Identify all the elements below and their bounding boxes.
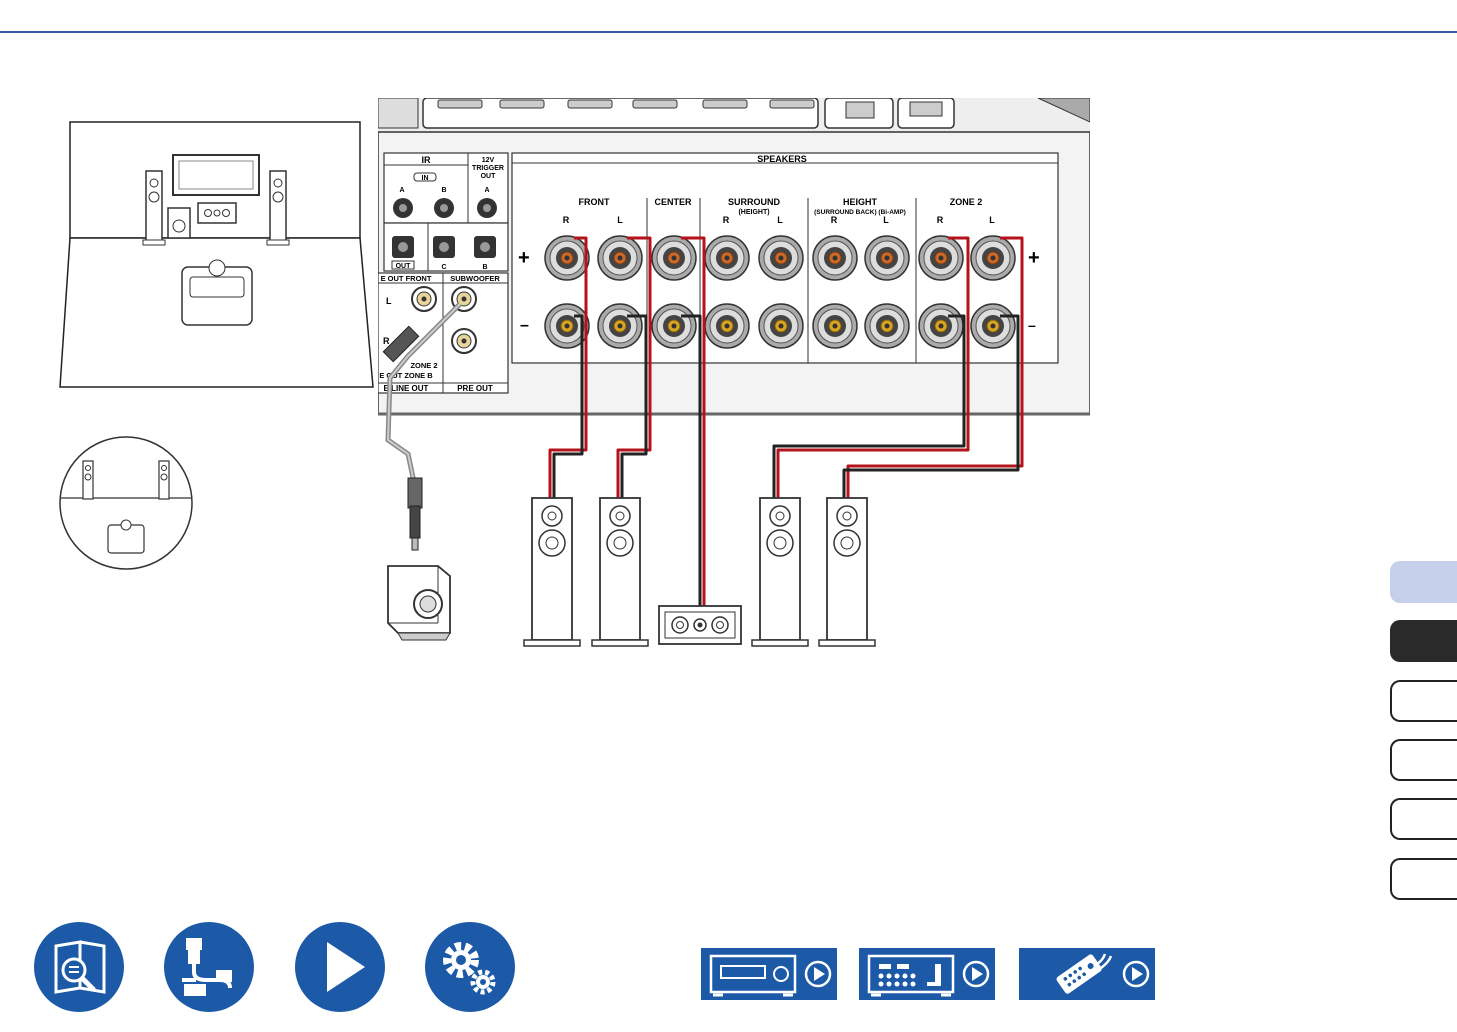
- room-layout-illustration: [55, 115, 375, 395]
- gear-icon: [425, 922, 515, 1012]
- trigger-label: TRIGGER: [472, 165, 504, 172]
- front-panel-icon: [701, 948, 837, 1000]
- surround-back-label: (SURROUND BACK) (Bi-AMP): [814, 209, 906, 216]
- positive-terminals: [545, 236, 1015, 280]
- minus-right-label: –: [1028, 317, 1036, 333]
- surround-label: SURROUND: [728, 197, 781, 207]
- speakers-label: SPEAKERS: [757, 154, 807, 164]
- surround-r-label: R: [723, 215, 730, 225]
- line-out-front-label: E OUT FRONT: [381, 274, 432, 283]
- surround-height-label: (HEIGHT): [738, 209, 769, 216]
- remote-button[interactable]: [1019, 948, 1155, 1000]
- contents-button[interactable]: [34, 922, 124, 1012]
- zone2-speakers-label: ZONE 2: [950, 197, 983, 207]
- out-label: OUT: [396, 263, 412, 270]
- front-left-speaker-icon: [143, 171, 165, 245]
- ir-in-label: IN: [422, 175, 429, 182]
- ir-label: IR: [422, 155, 432, 165]
- front-left-speaker-icon: [592, 498, 648, 646]
- zone2-l-label: L: [989, 215, 995, 225]
- play-icon: [295, 922, 385, 1012]
- pre-out-label: PRE OUT: [457, 384, 493, 393]
- front-right-speaker-icon: [524, 498, 580, 646]
- cable-icon: [164, 922, 254, 1012]
- b-label: B: [482, 264, 487, 271]
- top-rule: [0, 31, 1457, 33]
- height-label: HEIGHT: [843, 197, 878, 207]
- rear-panel-diagram: IR IN 12V TRIGGER OUT A B A OUT C B E OU…: [378, 98, 1090, 650]
- surround-l-label: L: [777, 215, 783, 225]
- setup-button[interactable]: [425, 922, 515, 1012]
- zone-b-label: E OUT ZONE B: [379, 371, 433, 380]
- trigger-12v-label: 12V: [482, 157, 495, 164]
- negative-terminals: [545, 304, 1015, 348]
- front-panel-button[interactable]: [701, 948, 837, 1000]
- ir-b-label: B: [441, 187, 446, 194]
- rear-panel-icon: [859, 948, 995, 1000]
- ir-a-label: A: [399, 187, 404, 194]
- subwoofer-unit-icon: [388, 566, 450, 640]
- height-r-label: R: [831, 215, 838, 225]
- pre-l-label: L: [386, 296, 392, 306]
- pre-r-label: R: [383, 336, 390, 346]
- center-label: CENTER: [654, 197, 692, 207]
- minus-left-label: –: [520, 317, 529, 334]
- side-tab-6[interactable]: [1390, 858, 1457, 900]
- sofa-icon: [182, 260, 252, 325]
- subwoofer-label: SUBWOOFER: [450, 274, 500, 283]
- zone2-left-speaker-icon: [819, 498, 875, 646]
- trigger-a-label: A: [484, 187, 489, 194]
- front-label: FRONT: [579, 197, 610, 207]
- front-right-speaker-icon: [267, 171, 289, 245]
- height-l-label: L: [883, 215, 889, 225]
- remote-icon: [1019, 948, 1155, 1000]
- side-tab-2[interactable]: [1390, 620, 1457, 662]
- front-l-label: L: [617, 215, 623, 225]
- zone2-r-label: R: [937, 215, 944, 225]
- c-label: C: [441, 264, 446, 271]
- trigger-out-label: OUT: [481, 173, 497, 180]
- center-speaker-small-icon: [198, 203, 236, 223]
- side-tab-5[interactable]: [1390, 798, 1457, 840]
- front-r-label: R: [563, 215, 570, 225]
- plus-right-label: +: [1028, 247, 1040, 269]
- connections-button[interactable]: [164, 922, 254, 1012]
- zone2-pre-label: ZONE 2: [410, 361, 437, 370]
- zone2-right-speaker-icon: [752, 498, 808, 646]
- playback-button[interactable]: [295, 922, 385, 1012]
- front-speakers-layout-icon: [58, 435, 194, 571]
- book-search-icon: [34, 922, 124, 1012]
- subwoofer-small-icon: [168, 208, 190, 238]
- rear-panel-button[interactable]: [859, 948, 995, 1000]
- plus-left-label: +: [518, 247, 530, 269]
- side-tab-3[interactable]: [1390, 680, 1457, 722]
- line-out-front-l-jack: [412, 287, 436, 311]
- side-tab-1[interactable]: [1390, 561, 1457, 603]
- side-tab-4[interactable]: [1390, 739, 1457, 781]
- subwoofer-jack-2: [452, 329, 476, 353]
- center-speaker-icon: [659, 606, 741, 644]
